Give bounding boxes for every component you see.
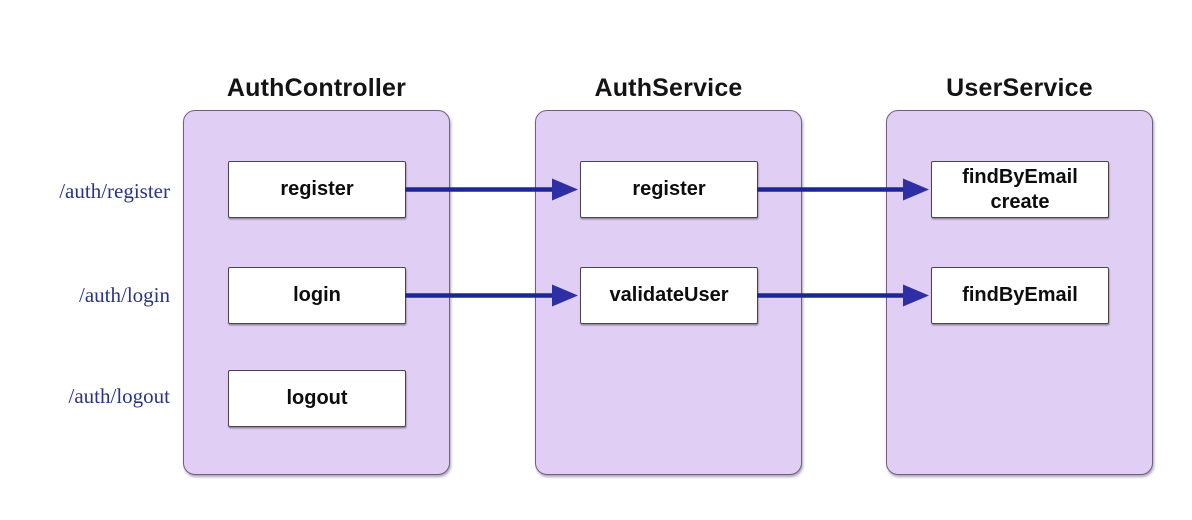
container-authservice: register validateUser [535,110,802,475]
route-label-auth-login: /auth/login [79,283,170,307]
method-box-controller-register: register [228,161,406,218]
method-box-controller-login: login [228,267,406,324]
method-box-user-findbyemail-create: findByEmail create [931,161,1109,218]
route-label-auth-register: /auth/register [59,179,170,203]
method-box-user-findbyemail: findByEmail [931,267,1109,324]
method-box-controller-logout: logout [228,370,406,427]
column-title-userservice: UserService [946,74,1093,102]
method-box-service-register: register [580,161,758,218]
column-title-authcontroller: AuthController [226,74,407,102]
column-title-authservice: AuthService [594,74,743,102]
container-userservice: findByEmail create findByEmail [886,110,1153,475]
container-authcontroller: register login logout [183,110,450,475]
route-label-auth-logout: /auth/logout [68,384,171,408]
method-box-service-validateuser: validateUser [580,267,758,324]
